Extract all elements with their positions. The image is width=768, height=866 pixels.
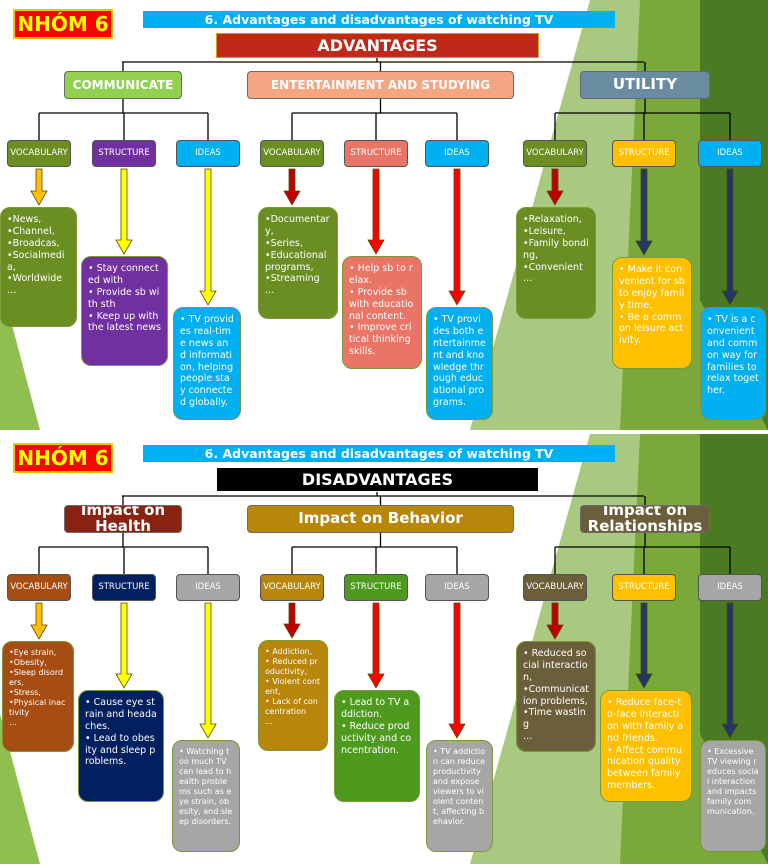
pill-structure: STRUCTURE [92, 574, 156, 601]
note-box: •News, •Channel, •Broadcas, •Socialmedia… [0, 207, 77, 327]
slide-disadvantages: NHÓM 6 6. Advantages and disadvantages o… [0, 434, 768, 864]
pill-vocabulary: VOCABULARY [7, 140, 71, 167]
pill-vocabulary: VOCABULARY [7, 574, 71, 601]
pill-structure: STRUCTURE [344, 574, 408, 601]
pill-structure: STRUCTURE [612, 574, 676, 601]
topic-title: 6. Advantages and disadvantages of watch… [143, 445, 615, 462]
note-box: •Documentary, •Series, •Educational prog… [258, 207, 338, 319]
pill-ideas: IDEAS [698, 140, 762, 167]
pill-vocabulary: VOCABULARY [523, 140, 587, 167]
note-box: • TV provides real-time news and informa… [173, 307, 241, 420]
category-1: COMMUNICATE [64, 71, 182, 99]
group-label: NHÓM 6 [13, 9, 113, 39]
note-box: • Addiction, • Reduced productivity, • V… [258, 640, 328, 751]
slide-advantages: NHÓM 6 6. Advantages and disadvantages o… [0, 0, 768, 430]
note-box: • TV is a convenient and common way for … [700, 307, 766, 420]
category-2: ENTERTAINMENT AND STUDYING [247, 71, 514, 99]
pill-ideas: IDEAS [176, 140, 240, 167]
note-box: • Stay connected with • Provide sb with … [81, 256, 168, 366]
note-box: • Reduced social interaction, •Communica… [516, 641, 596, 752]
note-box: • TV provides both entertainment and kno… [426, 307, 493, 420]
note-box: • Excessive TV viewing reduces social in… [700, 740, 766, 852]
group-label: NHÓM 6 [13, 443, 113, 473]
pill-vocabulary: VOCABULARY [523, 574, 587, 601]
note-box: • Cause eye strain and headaches. • Lead… [78, 690, 164, 802]
pill-ideas: IDEAS [176, 574, 240, 601]
main-title: DISADVANTAGES [216, 467, 539, 492]
pill-vocabulary: VOCABULARY [260, 140, 324, 167]
main-title: ADVANTAGES [216, 33, 539, 58]
pill-structure: STRUCTURE [612, 140, 676, 167]
pill-ideas: IDEAS [425, 140, 489, 167]
pill-vocabulary: VOCABULARY [260, 574, 324, 601]
category-3: UTILITY [580, 71, 710, 99]
note-box: •Eye strain, •Obesity, •Sleep disorders,… [2, 641, 74, 752]
category-3: Impact on Relationships [580, 505, 710, 533]
pill-structure: STRUCTURE [92, 140, 156, 167]
note-box: • Watching too much TV can lead to healt… [172, 740, 240, 852]
pill-ideas: IDEAS [425, 574, 489, 601]
category-2: Impact on Behavior [247, 505, 514, 533]
note-box: •Relaxation, •Leisure, •Family bonding, … [516, 207, 596, 319]
topic-title: 6. Advantages and disadvantages of watch… [143, 11, 615, 28]
pill-structure: STRUCTURE [344, 140, 408, 167]
note-box: • Help sb to relax. • Provide sb with ed… [342, 256, 422, 369]
note-box: • Lead to TV addiction. • Reduce product… [334, 690, 420, 802]
note-box: • Make it convenient for sb to enjoy fam… [612, 257, 692, 369]
note-box: • Reduce face-to-face interaction with f… [600, 690, 692, 802]
category-1: Impact on Health [64, 505, 182, 533]
note-box: • TV addiction can reduce productivity a… [426, 740, 493, 852]
pill-ideas: IDEAS [698, 574, 762, 601]
